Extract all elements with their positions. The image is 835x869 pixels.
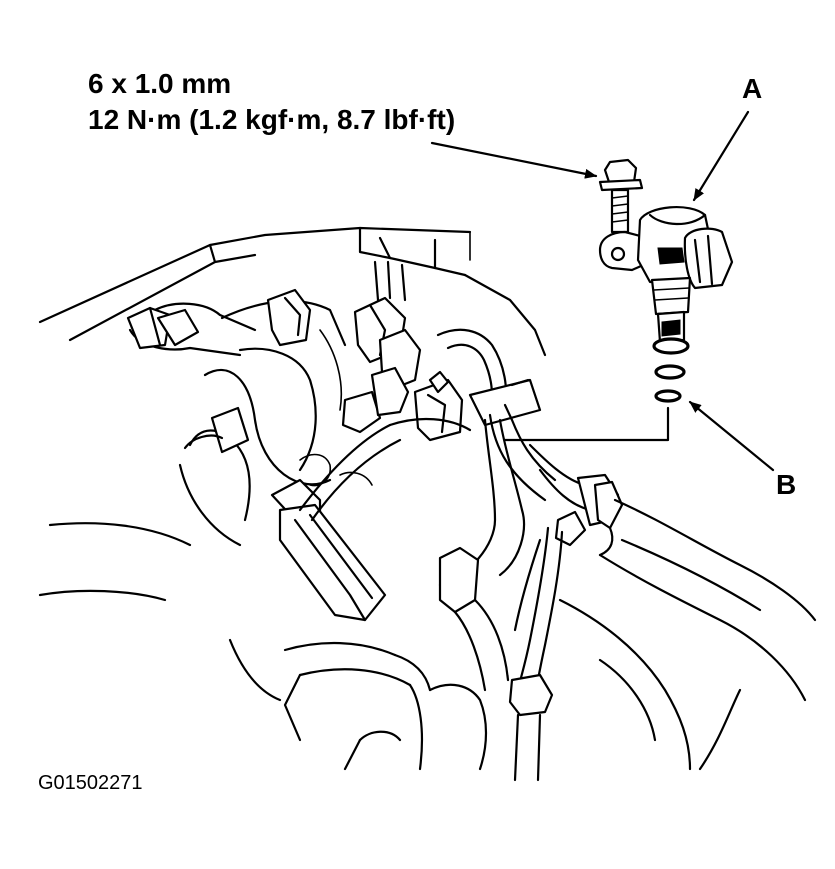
left-hose xyxy=(126,302,257,357)
right-hoses xyxy=(508,443,817,782)
wiring-connectors xyxy=(266,260,464,487)
o-rings-part xyxy=(652,337,690,403)
lower-assembly xyxy=(228,538,742,771)
callout-a-label: A xyxy=(742,73,763,104)
figure-id-label: G01502271 xyxy=(38,772,143,794)
torque-spec-label: 12 N·m (1.2 kgf·m, 8.7 lbf·ft) xyxy=(88,104,456,135)
a-arrow xyxy=(692,110,750,202)
b-arrow xyxy=(688,400,775,472)
b-leader-bracket xyxy=(503,406,670,442)
bolt-part xyxy=(598,158,644,234)
torque-arrow xyxy=(430,141,598,179)
callout-arrows xyxy=(430,110,775,472)
center-hose xyxy=(436,328,557,587)
bracket xyxy=(270,417,472,622)
callout-b-label: B xyxy=(776,469,797,500)
engine-housing-lines xyxy=(38,226,547,357)
solenoid-part xyxy=(598,206,734,344)
bolt-size-label: 6 x 1.0 mm xyxy=(88,68,232,99)
